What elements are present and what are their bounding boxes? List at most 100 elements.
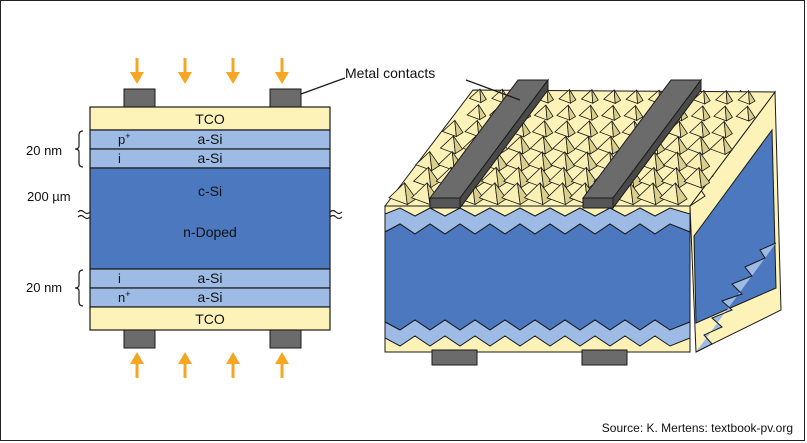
pyramid-facet — [747, 105, 756, 122]
pyramid-facet — [544, 120, 554, 138]
pyramid-facet — [478, 104, 487, 121]
pyramid-facet — [703, 90, 711, 105]
p-layer-material: a-Si — [198, 131, 223, 147]
sunlight-arrow-icon — [178, 58, 192, 84]
pyramid-facet — [494, 182, 508, 206]
pyramid-facet — [521, 120, 531, 138]
sunlight-arrow-icon — [130, 58, 144, 84]
pyramid-facet — [699, 151, 711, 172]
pyramid-facet — [675, 182, 688, 206]
pyramid-facet — [429, 151, 441, 172]
break-mark-icon — [77, 209, 91, 220]
bottom-tco-layer — [89, 306, 331, 331]
c-si-layer — [89, 167, 331, 270]
pyramid-facet — [675, 167, 688, 189]
pyramid-facet — [722, 136, 733, 156]
pyramid-facet — [698, 167, 711, 189]
pyramid-facet — [629, 182, 643, 206]
front-c-si-body — [384, 223, 691, 331]
cross-section: TCO p+ a-Si i a-Si c-Si n-Doped i a-Si n… — [26, 58, 343, 378]
metal-contacts-leader-left — [300, 77, 346, 95]
pyramid-facet — [565, 136, 576, 155]
metal-contacts-label: Metal contacts — [345, 65, 435, 81]
pyramid-facet — [543, 136, 553, 155]
pyramid-facet — [562, 182, 575, 206]
bottom-metal-contact — [581, 349, 628, 366]
source-caption: Source: K. Mertens: textbook-pv.org — [601, 421, 793, 435]
top-tco-label: TCO — [195, 111, 225, 127]
pyramid-facet — [546, 89, 555, 104]
pyramid-facet — [479, 88, 487, 104]
pyramid-facet — [676, 151, 688, 172]
sunlight-arrow-icon — [226, 58, 240, 84]
p-layer-label: p+ — [118, 131, 131, 147]
pyramid-facet — [589, 120, 599, 138]
side-face-zigzag — [695, 242, 777, 353]
top-metal-finger — [429, 78, 549, 210]
core-doping-label: n-Doped — [183, 224, 237, 240]
pyramid-facet — [563, 167, 575, 189]
bottom-thickness-brace — [74, 269, 84, 307]
bottom-metal-contact — [431, 349, 478, 366]
pyramid-facet — [496, 151, 508, 172]
pyramid-facet — [611, 120, 621, 138]
core-thickness-label: 200 µm — [27, 189, 71, 204]
i-bottom-layer-label: i — [118, 271, 121, 286]
side-face-silicon — [693, 128, 777, 324]
pyramid-facet — [612, 105, 621, 121]
pyramid-facet — [635, 105, 644, 122]
i-bottom-layer-material: a-Si — [198, 270, 223, 286]
sunlight-arrow-icon — [275, 352, 289, 378]
pyramid-facet — [404, 182, 417, 206]
pyramid-facet — [539, 182, 553, 206]
top-metal-contact — [123, 88, 156, 108]
pyramid-facet — [724, 105, 734, 122]
pyramid-facet — [654, 151, 666, 172]
top-thickness-brace — [74, 130, 84, 168]
pyramid-facet — [586, 151, 598, 172]
pyramid-facet — [636, 89, 644, 105]
pyramid-facet — [725, 90, 734, 105]
textured-cell-3d-view: Metal contacts — [300, 65, 782, 366]
pyramid-facet — [700, 136, 711, 156]
pyramid-facet — [748, 90, 756, 105]
n-layer-material: a-Si — [198, 289, 223, 305]
pyramid-facet — [454, 120, 464, 138]
pyramid-facet — [520, 135, 531, 155]
sunlight-arrows-bottom — [130, 352, 289, 378]
pyramid-facet — [495, 167, 508, 189]
top-metal-contact — [269, 88, 302, 108]
pyramid-facet — [569, 89, 577, 104]
bottom-thickness-label: 20 nm — [26, 280, 62, 295]
bottom-metal-contact — [123, 329, 156, 349]
front-a-si-bottom — [384, 319, 691, 347]
pyramid-facet — [518, 167, 530, 189]
core-material-label: c-Si — [198, 183, 222, 199]
sunlight-arrow-icon — [226, 352, 240, 378]
pyramid-facet — [590, 105, 599, 121]
sunlight-arrow-icon — [130, 352, 144, 378]
pyramid-facet — [591, 89, 599, 104]
top-metal-finger — [582, 78, 702, 210]
i-top-layer-label: i — [118, 151, 121, 166]
pyramid-facet — [701, 121, 711, 139]
pyramid-facet — [677, 136, 688, 155]
pyramid-facet — [702, 105, 711, 122]
pyramid-facet — [540, 167, 553, 189]
pyramid-facet — [519, 151, 531, 172]
break-mark-icon — [329, 209, 343, 220]
pyramid-facet — [653, 167, 666, 189]
pyramid-facet — [517, 182, 530, 206]
top-thickness-label: 20 nm — [26, 143, 62, 158]
metal-contacts-leader — [465, 79, 521, 101]
pyramid-facet — [678, 121, 688, 139]
pyramid-facet — [567, 105, 577, 121]
pyramid-facet — [541, 151, 553, 172]
pyramid-facet — [564, 151, 576, 172]
pyramid-facet — [613, 89, 622, 105]
pyramid-facet — [545, 104, 554, 121]
bottom-tco-label: TCO — [195, 311, 225, 327]
pyramid-facet — [652, 182, 666, 206]
pyramid-facet — [587, 136, 598, 155]
